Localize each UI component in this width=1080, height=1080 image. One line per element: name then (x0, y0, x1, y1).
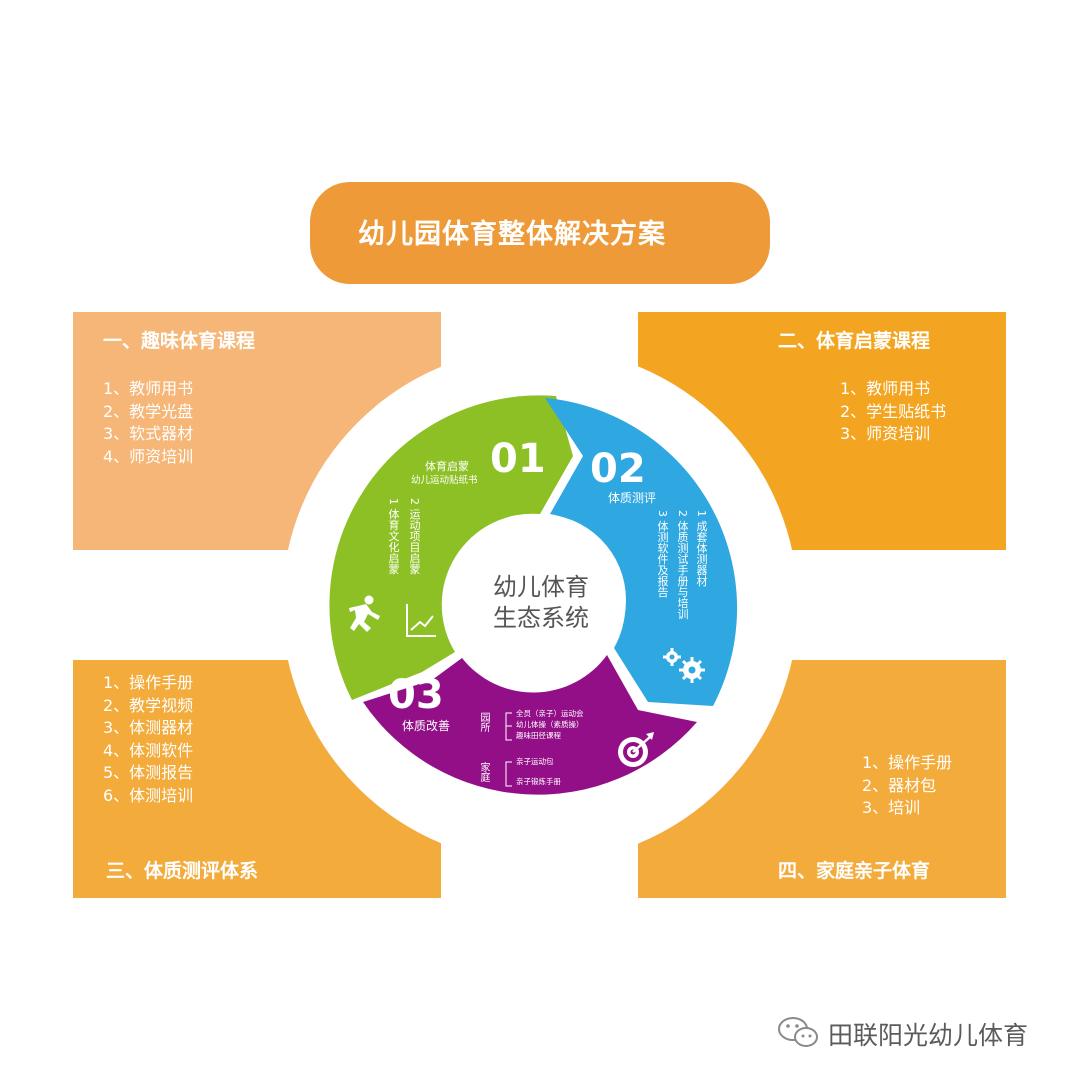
list-item: 6、体测培训 (103, 785, 194, 805)
segment-02-label: 体质测评 (608, 491, 657, 505)
list-item: 2、教学光盘 (103, 401, 194, 421)
segment-01-number: 01 (490, 436, 546, 482)
segment-02-number: 02 (590, 446, 646, 492)
q1-title: 一、趣味体育课程 (103, 330, 256, 352)
title-banner: 幼儿园体育整体解决方案 (310, 182, 770, 284)
list-item: 趣味田径课程 (516, 731, 561, 740)
segment-01-green (329, 395, 573, 700)
q3-title: 三、体质测评体系 (106, 860, 259, 882)
list-item: 4、体测软件 (103, 740, 194, 760)
segment-02-item-2: 2 体质测试手册与培训 (676, 510, 689, 620)
segment-03-group-kindergarten: 园所 (478, 712, 489, 732)
center-label-line2: 生态系统 (493, 604, 589, 632)
list-item: 1、操作手册 (862, 753, 953, 772)
segment-01-item-1: 1 体育文化启蒙 (387, 498, 400, 575)
segment-03-family-item-2: 亲子锻炼手册 (516, 777, 561, 786)
list-item: 1、教师用书 (840, 379, 931, 398)
segment-03-number: 03 (388, 672, 444, 718)
list-item: 3、软式器材 (103, 424, 194, 443)
q4-title: 四、家庭亲子体育 (778, 860, 931, 882)
wechat-icon (778, 1017, 818, 1047)
segment-01-item-2: 2 运动项目启蒙 (408, 498, 421, 575)
segment-03-purple (363, 655, 697, 795)
center-label: 幼儿体育 生态系统 (456, 572, 626, 634)
segment-01-sublabel: 幼儿运动贴纸书 (411, 475, 478, 486)
growth-chart-icon (406, 604, 436, 637)
segment-03-kindergarten-list: 全员（亲子）运动会 幼儿体操（素质操） 趣味田径课程 (516, 708, 584, 741)
runner-icon (349, 595, 380, 632)
list-item: 5、体测报告 (103, 763, 194, 782)
group-brackets (505, 712, 512, 787)
q1-list: 1、教师用书 2、教学光盘 3、软式器材 4、师资培训 (103, 378, 193, 468)
watermark-text: 田联阳光幼儿体育 (828, 1021, 1029, 1050)
segment-03-label: 体质改善 (402, 719, 451, 733)
list-item: 3、培训 (862, 798, 921, 817)
segment-03-group-family: 家庭 (478, 762, 489, 782)
list-item: 3、体测器材 (103, 718, 194, 737)
list-item: 1、操作手册 (103, 673, 194, 692)
segment-01-label: 体育启蒙 (425, 460, 469, 473)
gears-icon (663, 648, 705, 683)
q3-list: 1、操作手册 2、教学视频 3、体测器材 4、体测软件 5、体测报告 6、体测培… (103, 672, 193, 807)
page-title: 幼儿园体育整体解决方案 (358, 219, 666, 250)
list-item: 2、器材包 (862, 775, 937, 795)
segment-02-item-1: 1 成套体测器材 (695, 510, 708, 587)
segment-03-family-item-1: 亲子运动包 (516, 757, 554, 766)
list-item: 4、师资培训 (103, 446, 194, 466)
list-item: 2、学生贴纸书 (840, 401, 947, 421)
list-item: 幼儿体操（素质操） (516, 720, 584, 729)
segment-02-blue (545, 398, 738, 706)
list-item: 1、教师用书 (103, 379, 194, 398)
q2-title: 二、体育启蒙课程 (778, 330, 931, 352)
q2-list: 1、教师用书 2、学生贴纸书 3、师资培训 (840, 378, 946, 446)
list-item: 3、师资培训 (840, 424, 931, 443)
center-circle (454, 514, 626, 686)
segment-02-item-3: 3 体测软件及报告 (656, 510, 669, 598)
q4-list: 1、操作手册 2、器材包 3、培训 (862, 752, 952, 820)
target-icon (618, 732, 654, 767)
list-item: 2、教学视频 (103, 695, 194, 715)
list-item: 全员（亲子）运动会 (516, 709, 584, 718)
center-label-line1: 幼儿体育 (493, 573, 589, 601)
